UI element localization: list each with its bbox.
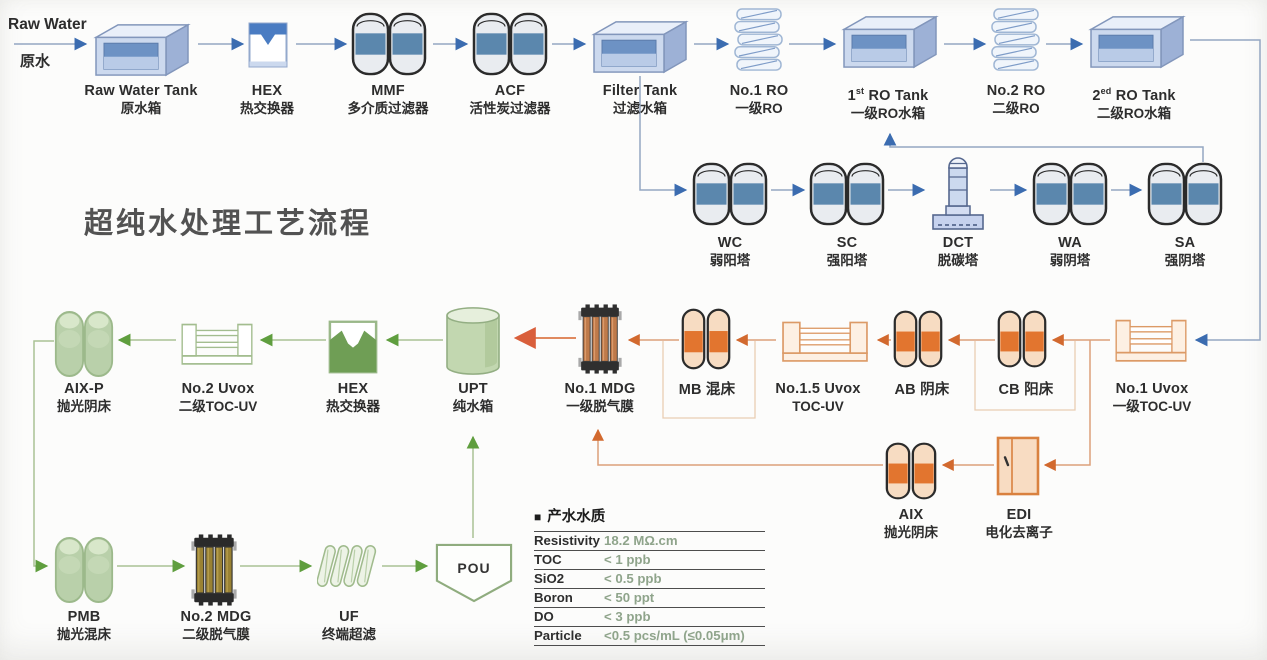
blue-connectors	[14, 37, 1261, 347]
pou-label: POU	[457, 560, 491, 576]
page-title: 超纯水处理工艺流程	[84, 206, 373, 240]
aix-bed-icon	[885, 442, 937, 500]
aix-p-icon	[54, 308, 114, 378]
cb-label: CB 阳床	[998, 382, 1054, 398]
square-bullet-icon: ■	[534, 510, 542, 524]
table-row: Particle<0.5 pcs/mL (≤0.05μm)	[534, 626, 765, 646]
mb-label: MB 混床	[678, 382, 736, 398]
wc-tower-icon	[692, 162, 768, 226]
orange-connectors	[592, 334, 1110, 471]
mmf-icon	[351, 12, 427, 76]
uvox15-icon	[778, 320, 872, 363]
filter-tank-icon	[590, 18, 690, 74]
raw-water-source-label-cn: 原水	[20, 53, 51, 70]
uf-icon	[317, 538, 379, 594]
hex1-icon	[248, 22, 288, 68]
dct-tower-icon	[930, 156, 986, 232]
table-row: DO< 3 ppb	[534, 607, 765, 627]
ro2-tank-icon	[1087, 13, 1187, 69]
hex2-icon	[328, 320, 378, 374]
wa-tower-icon	[1032, 162, 1108, 226]
table-row: SiO2< 0.5 ppb	[534, 569, 765, 589]
pmb-icon	[54, 534, 114, 604]
water-quality-title: ■产水水质	[534, 509, 606, 525]
upt-tank-icon	[444, 306, 502, 376]
bypass-loops	[662, 341, 1076, 419]
ro2-membrane-icon	[990, 8, 1042, 72]
uvox2-icon	[178, 322, 256, 366]
table-row: TOC< 1 ppb	[534, 550, 765, 570]
mdg1-icon	[578, 304, 622, 374]
cb-bed-icon	[997, 310, 1047, 368]
green-connectors	[33, 333, 480, 573]
acf-icon	[472, 12, 548, 76]
sc-tower-icon	[809, 162, 885, 226]
raw-water-source-label: Raw Water	[8, 16, 87, 33]
mb-bed-icon	[681, 308, 731, 370]
uvox1-icon	[1112, 318, 1190, 363]
edi-icon	[996, 436, 1040, 496]
ro1-tank-icon	[840, 13, 940, 69]
ro1-membrane-icon	[733, 8, 785, 72]
ab-label: AB 阴床	[894, 382, 950, 398]
raw-water-tank-icon	[92, 21, 192, 77]
mdg2-icon	[191, 534, 237, 606]
sa-tower-icon	[1147, 162, 1223, 226]
table-row: Boron< 50 ppt	[534, 588, 765, 608]
ab-bed-icon	[893, 310, 943, 368]
